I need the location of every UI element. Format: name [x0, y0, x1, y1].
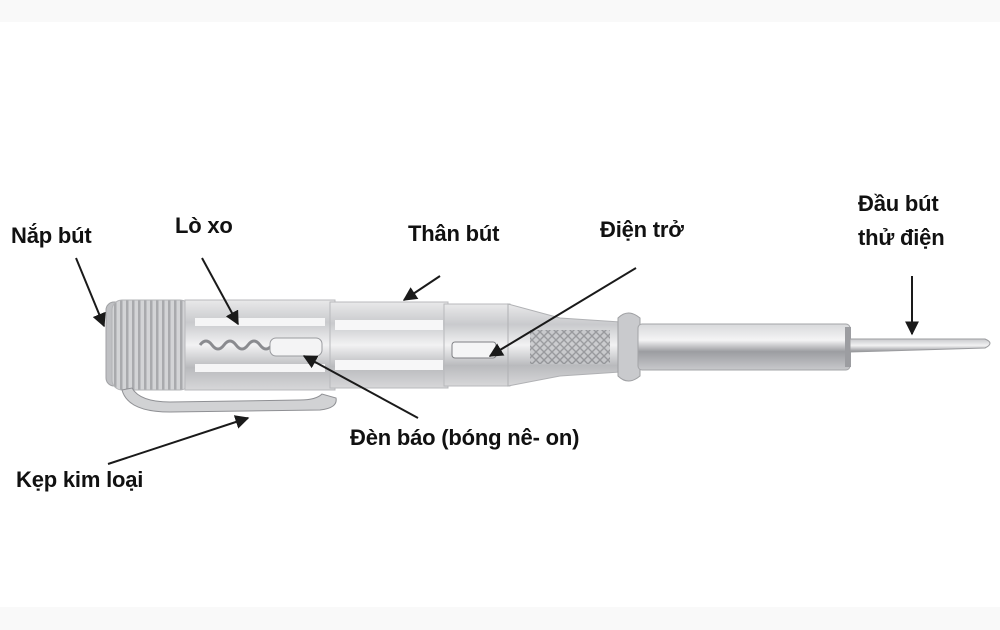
neon-bulb	[269, 337, 323, 357]
label-dau-but-line1: Đầu bút	[858, 191, 939, 216]
bottom-band	[0, 607, 1000, 630]
pen-shaft	[637, 323, 851, 371]
label-dau-but-line2: thử điện	[858, 225, 945, 250]
label-den-bao: Đèn báo (bóng nê- on)	[350, 425, 580, 450]
arrow-than-but	[402, 275, 441, 301]
label-lo-xo: Lò xo	[175, 213, 233, 238]
resistor	[451, 341, 497, 359]
label-dien-tro: Điện trở	[600, 217, 684, 242]
pen-neck	[507, 303, 641, 387]
pen-tip	[849, 338, 991, 353]
arrow-dien-tro	[488, 267, 637, 357]
arrow-nap-but	[75, 257, 106, 328]
metal-clip	[121, 387, 337, 413]
arrow-lo-xo	[201, 257, 239, 326]
pen-barrel	[184, 299, 511, 391]
top-band	[0, 0, 1000, 22]
arrow-kep-kim-loai	[107, 415, 250, 465]
label-nap-but: Nắp bút	[11, 223, 92, 248]
label-than-but: Thân bút	[408, 221, 500, 246]
pen-cap	[105, 299, 191, 391]
arrow-den-bao	[302, 355, 419, 419]
label-kep-kim-loai: Kẹp kim loại	[16, 467, 144, 492]
